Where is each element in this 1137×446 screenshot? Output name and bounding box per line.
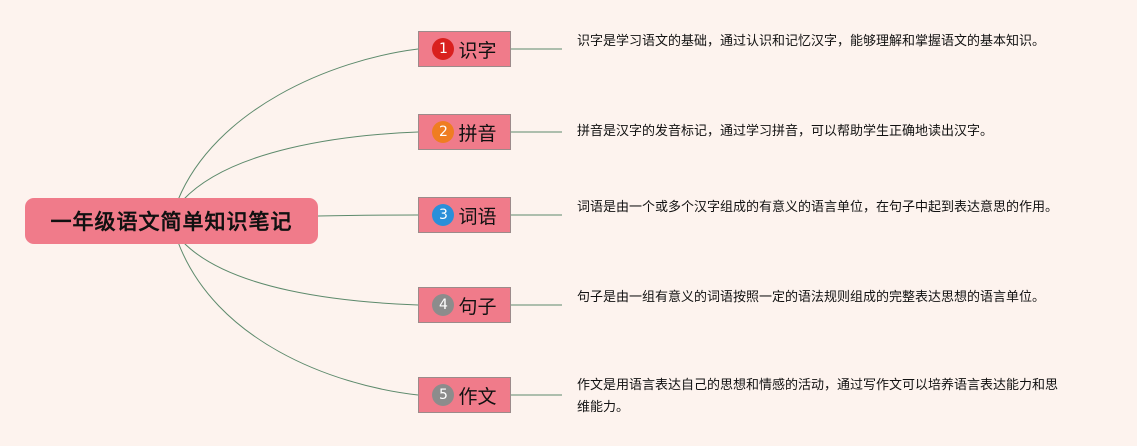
connector-root-branch-5: [177, 241, 419, 396]
connector-root-branch-3: [317, 214, 419, 217]
branch-topic-2[interactable]: 2 拼音: [418, 114, 511, 150]
branch-topic-label: 拼音: [458, 122, 497, 145]
number-3-marker-icon: 3: [432, 204, 455, 226]
root-topic-label: 一年级语文简单知识笔记: [50, 210, 293, 234]
branch-topic-3[interactable]: 3 词语: [418, 197, 511, 233]
connector-root-branch-2: [182, 131, 419, 201]
number-4-marker-icon: 4: [432, 294, 455, 316]
branch-topic-1[interactable]: 1 识字: [418, 31, 511, 67]
branch-topic-label: 句子: [458, 295, 497, 318]
branch-topic-label: 作文: [458, 385, 497, 408]
note-3[interactable]: 词语是由一个或多个汉字组成的有意义的语言单位，在句子中起到表达意思的作用。: [577, 200, 1059, 215]
branch-topic-4[interactable]: 4 句子: [418, 287, 511, 323]
number-2-marker-icon: 2: [432, 121, 455, 143]
number-1-marker-icon: 1: [432, 38, 455, 60]
number-5-marker-icon: 5: [432, 384, 455, 406]
note-2[interactable]: 拼音是汉字的发音标记，通过学习拼音，可以帮助学生正确地读出汉字。: [577, 124, 994, 139]
branch-topic-label: 词语: [458, 205, 497, 228]
note-4[interactable]: 句子是由一组有意义的词语按照一定的语法规则组成的完整表达思想的语言单位。: [577, 290, 1046, 305]
branch-topic-label: 识字: [458, 39, 497, 62]
connector-root-branch-1: [177, 48, 419, 201]
root-topic[interactable]: 一年级语文简单知识笔记: [25, 198, 318, 244]
note-5[interactable]: 作文是用语言表达自己的思想和情感的活动，通过写作文可以培养语言表达能力和思维能力…: [577, 378, 1059, 415]
branch-topic-5[interactable]: 5 作文: [418, 377, 511, 413]
connector-root-branch-4: [182, 241, 419, 306]
note-1[interactable]: 识字是学习语文的基础，通过认识和记忆汉字，能够理解和掌握语文的基本知识。: [577, 34, 1046, 49]
